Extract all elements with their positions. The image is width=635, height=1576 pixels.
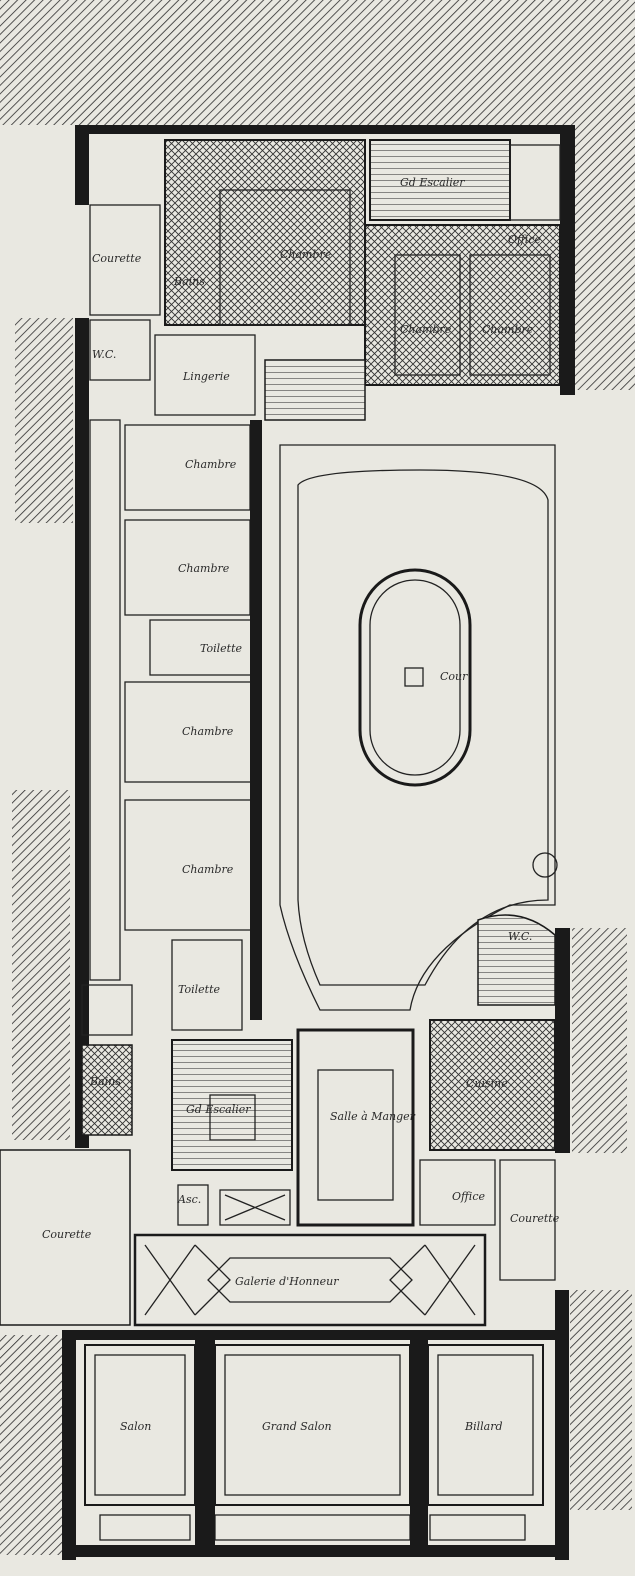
label-toilette2: Toilette	[178, 983, 220, 996]
label-asc: Asc.	[177, 1193, 201, 1206]
courtyard	[279, 444, 558, 1011]
label-salle-a-manger: Salle à Manger	[330, 1110, 416, 1123]
label-lingerie: Lingerie	[182, 370, 230, 383]
room-labels: Courette Bains Chambre Gd Escalier Chamb…	[42, 176, 560, 1433]
label-chambre-left3: Chambre	[182, 725, 234, 738]
label-bains-bottom: Bains	[89, 1075, 121, 1088]
upper-service-block	[89, 139, 561, 421]
left-wing	[81, 419, 262, 1136]
label-salon: Salon	[120, 1420, 151, 1433]
label-wc-left: W.C.	[92, 348, 116, 361]
label-chambre-top: Chambre	[280, 248, 332, 261]
label-chambre-left4: Chambre	[182, 863, 234, 876]
galerie	[133, 1233, 487, 1327]
label-chambre-left1: Chambre	[185, 458, 237, 471]
label-chambre-right1: Chambre	[400, 323, 452, 336]
label-courette-left: Courette	[42, 1228, 92, 1241]
label-bains-top: Bains	[173, 275, 205, 288]
label-courette-right: Courette	[510, 1212, 560, 1225]
label-office-bottom: Office	[452, 1190, 485, 1203]
label-billard: Billard	[464, 1420, 503, 1433]
lower-block	[0, 1019, 556, 1326]
salon-row	[84, 1340, 544, 1555]
label-cour: Cour	[440, 670, 468, 683]
outer-walls	[62, 125, 575, 1560]
label-galerie: Galerie d'Honneur	[235, 1275, 339, 1288]
label-chambre-left2: Chambre	[178, 562, 230, 575]
label-wc-right: W.C.	[508, 930, 532, 943]
label-escalier-bottom: Gd Escalier	[186, 1103, 251, 1116]
label-grand-salon: Grand Salon	[262, 1420, 332, 1433]
label-cuisine: Cuisine	[466, 1077, 508, 1090]
label-office: Office	[508, 233, 541, 246]
label-courette-top: Courette	[92, 252, 142, 265]
label-grand-escalier: Gd Escalier	[400, 176, 465, 189]
label-toilette1: Toilette	[200, 642, 242, 655]
label-chambre-right2: Chambre	[482, 323, 534, 336]
